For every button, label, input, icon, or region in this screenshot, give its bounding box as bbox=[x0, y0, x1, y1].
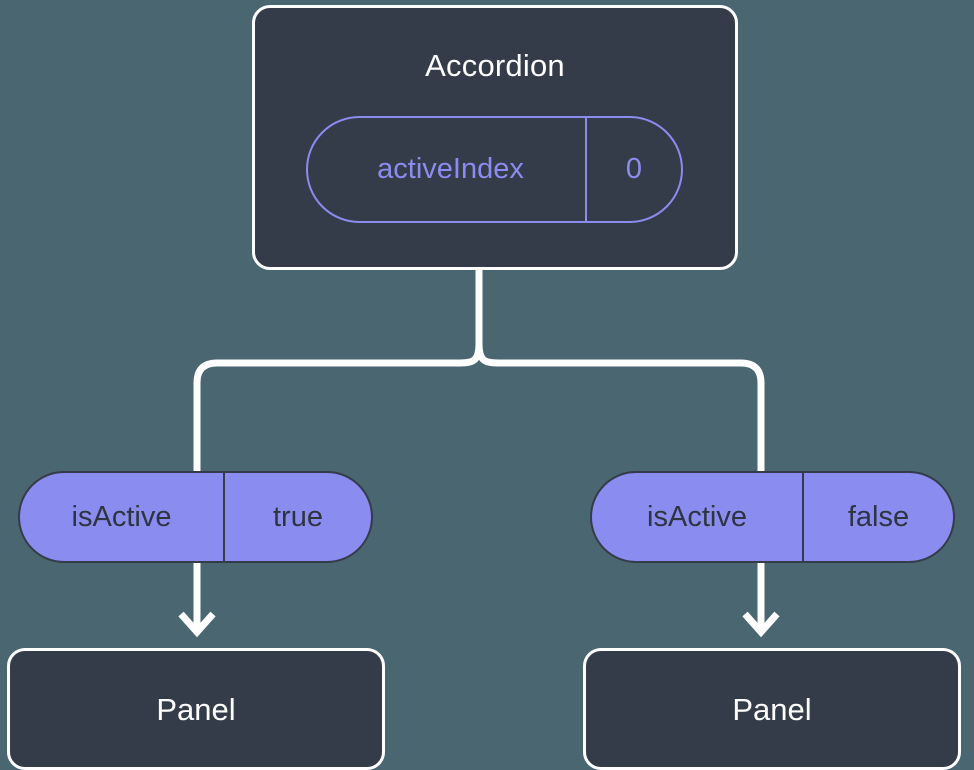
state-pill-activeindex[interactable]: activeIndex 0 bbox=[306, 116, 683, 223]
node-panel-right[interactable]: Panel bbox=[583, 648, 961, 770]
node-panel-left[interactable]: Panel bbox=[7, 648, 385, 770]
state-pill-activeindex-key: activeIndex bbox=[377, 153, 524, 185]
prop-pill-isactive-false-value: false bbox=[802, 473, 953, 561]
node-panel-left-title: Panel bbox=[156, 691, 236, 727]
connector-branch-right bbox=[475, 342, 765, 471]
prop-pill-isactive-false-key: isActive bbox=[647, 500, 747, 533]
node-panel-right-title: Panel bbox=[732, 691, 812, 727]
arrow-head-right bbox=[742, 611, 780, 638]
state-pill-activeindex-value: 0 bbox=[585, 118, 681, 221]
prop-pill-isactive-true[interactable]: isActive true bbox=[18, 471, 373, 563]
node-accordion-title: Accordion bbox=[425, 48, 565, 83]
prop-pill-isactive-true-key: isActive bbox=[71, 500, 172, 533]
arrow-head-left bbox=[178, 611, 216, 638]
connector-branch-left bbox=[193, 342, 483, 471]
prop-pill-isactive-false[interactable]: isActive false bbox=[590, 471, 955, 563]
prop-pill-isactive-true-value: true bbox=[223, 473, 371, 561]
